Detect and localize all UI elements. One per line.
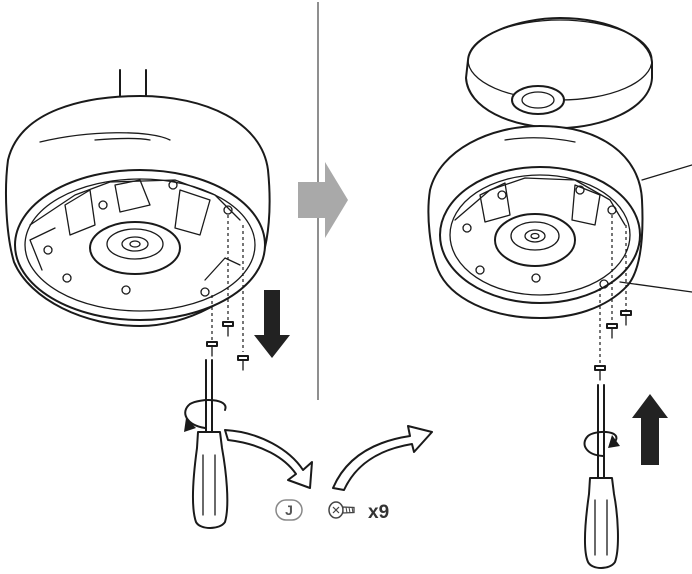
arrow-up-icon (632, 394, 668, 465)
screw-guides-right (599, 215, 627, 365)
downrod (119, 69, 147, 101)
ceiling-canopy (465, 17, 653, 129)
left-panel (5, 69, 313, 529)
part-letter: J (285, 502, 293, 518)
arrow-down-icon (254, 290, 290, 358)
fan-housing-left (5, 95, 271, 327)
rotation-arrow-icon (184, 399, 227, 432)
screw-icon (206, 341, 218, 357)
part-letter-badge (275, 499, 303, 521)
mounting-bracket-right (454, 177, 626, 289)
right-panel (332, 17, 692, 569)
screwdriver-icon (583, 384, 619, 569)
screw-icon (328, 501, 355, 519)
part-quantity: x9 (368, 502, 389, 523)
curved-arrow-to-parts (224, 429, 313, 489)
screws-falling (206, 321, 249, 371)
screw-icon (606, 323, 618, 339)
parts-callout: J x9 (275, 499, 389, 523)
arrow-right-icon (298, 162, 348, 238)
screw-icon (620, 310, 632, 326)
screw-icon (594, 365, 606, 381)
rotation-arrow-icon (583, 430, 620, 457)
screwdriver-icon (191, 359, 229, 529)
mounting-bracket-left (29, 179, 241, 297)
screw-guides-left (211, 215, 244, 352)
screws-rising (594, 310, 632, 381)
curved-arrow-from-parts (332, 425, 433, 491)
screw-icon (237, 355, 249, 371)
screw-icon (222, 321, 234, 337)
